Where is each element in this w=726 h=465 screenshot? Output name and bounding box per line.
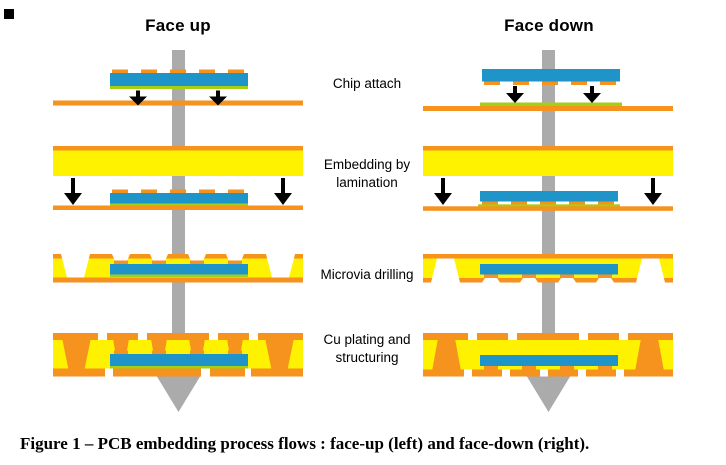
adhesive-layer [110,86,248,89]
plated-microvia [226,333,244,351]
place-arrow-icon [506,86,524,103]
microvia-hole [482,278,500,283]
step-label-chip-attach: Chip attach [332,76,402,91]
chip [480,191,618,202]
face-down-lamination-graphic [423,146,673,211]
face-down-plating-graphic [423,333,673,377]
chip [480,264,618,275]
laminate [423,333,673,377]
plated-via [431,333,462,377]
microvia-hole [150,254,168,261]
plated-microvia [150,333,168,351]
place-arrow-icon [209,90,227,106]
through-via-hole [636,258,665,283]
press-arrow-icon [434,178,452,205]
press-arrow-icon [64,178,82,205]
adhesive-layer [480,102,622,106]
chip [110,354,248,366]
face-down-microvia-graphic [423,254,673,283]
face-up-lamination-graphic [53,146,303,210]
microvia-hole [596,278,614,283]
chip [480,355,618,366]
plated-via [264,333,295,372]
prepreg [53,150,303,176]
substrate [423,278,673,283]
place-arrow-icon [129,90,147,106]
step-label-embedding: Embedding by lamination [323,157,411,190]
face-up-microvia-graphic [53,254,303,283]
figure-caption: Figure 1 – PCB embedding process flows :… [20,434,590,453]
substrate [423,206,673,211]
face-down-chip-attach-graphic [423,69,673,111]
microvia-hole [188,254,206,261]
copper-foil [423,146,673,151]
plated-microvia [188,333,206,351]
place-arrow-icon [583,86,601,103]
plated-via [61,333,92,372]
flow-arrowhead-icon [526,375,571,412]
adhesive-layer [110,274,248,277]
through-via-hole [266,254,295,278]
press-arrow-icon [644,178,662,205]
adhesive-layer [110,203,248,206]
corner-artifact-mark [4,9,14,19]
face-up-diagram [53,50,303,412]
through-via-hole [431,258,460,283]
face-down-diagram [423,50,673,412]
copper-foil [53,146,303,151]
substrate [53,277,303,283]
step-label-microvia: Microvia drilling [320,267,414,282]
substrate [423,106,673,111]
microvia-hole [112,254,130,261]
substrate [53,205,303,210]
microvia-hole [226,254,244,261]
chip [110,193,248,204]
face-up-plating-graphic [53,333,303,377]
prepreg [423,150,673,176]
chip [482,69,620,82]
face-up-title: Face up [145,16,211,35]
chip [110,264,248,275]
press-arrow-icon [274,178,292,205]
flow-arrow [526,50,571,412]
adhesive-layer [478,204,620,207]
face-down-title: Face down [504,16,594,35]
flow-arrowhead-icon [156,375,201,412]
microvia-hole [520,278,538,283]
through-via-hole [61,254,90,278]
adhesive-layer [110,366,248,369]
chip [110,73,248,86]
step-label-cu-plating: Cu plating and structuring [323,332,411,365]
top-copper [423,254,673,259]
microvia-hole [558,278,576,283]
bottom-copper [53,368,303,377]
substrate [53,100,303,106]
plated-microvia [112,333,130,351]
flow-arrow [156,50,201,412]
plated-via [634,333,665,377]
face-up-chip-attach-graphic [53,69,303,106]
